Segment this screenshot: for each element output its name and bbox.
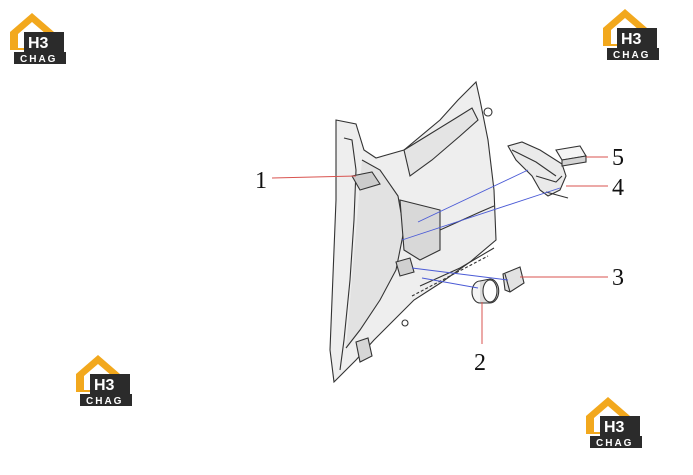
logo-mark: H3 [94, 377, 115, 394]
part-3-clip [502, 266, 525, 293]
logo-caption: CHAG [20, 54, 57, 65]
logo-caption: CHAG [596, 438, 633, 449]
brand-logo-top-left: H3 CHAG [10, 10, 70, 66]
leader-line-1 [271, 175, 357, 179]
leader-lines [271, 156, 608, 344]
logo-mark: H3 [28, 35, 49, 52]
brand-logo-top-right: H3 CHAG [603, 6, 663, 62]
brand-logo-bottom-left: H3 CHAG [76, 352, 136, 408]
house-logo-icon: H3 CHAG [10, 13, 66, 65]
callout-number-3: 3 [612, 265, 624, 291]
house-logo-icon: H3 CHAG [76, 355, 132, 407]
logo-mark: H3 [621, 31, 642, 48]
part-5-small-cap [555, 145, 587, 167]
brand-logo-bottom-right: H3 CHAG [586, 394, 646, 450]
house-logo-icon: H3 CHAG [603, 9, 659, 61]
logo-mark: H3 [604, 419, 625, 436]
callout-number-1: 1 [255, 168, 267, 194]
logo-caption: CHAG [86, 396, 123, 407]
house-logo-icon: H3 CHAG [586, 397, 642, 449]
callout-number-2: 2 [474, 350, 486, 376]
callout-number-5: 5 [612, 145, 624, 171]
part-1-trim-panel [329, 80, 497, 384]
assembly-lines [401, 169, 561, 289]
part-2-round-plug [471, 278, 500, 304]
callout-number-4: 4 [612, 175, 624, 201]
logo-caption: CHAG [613, 50, 650, 61]
